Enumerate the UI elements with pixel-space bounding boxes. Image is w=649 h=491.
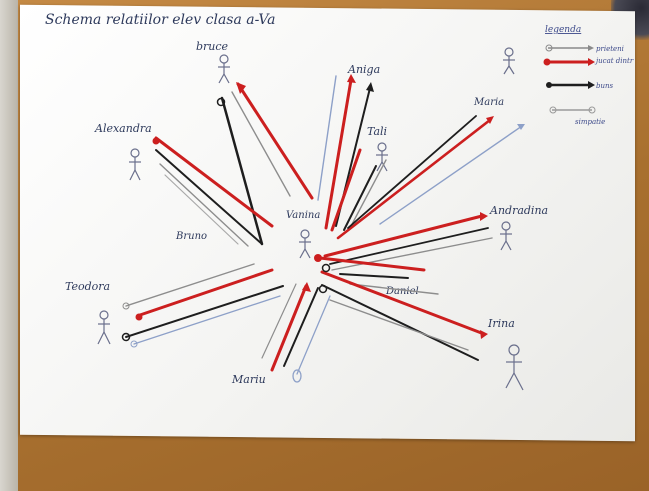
arrow-blue: [317, 75, 337, 201]
name-bruno: Bruno: [175, 231, 207, 242]
arrow-light: [164, 174, 239, 245]
name-daniel: Daniel: [385, 286, 419, 297]
arrow-red: [154, 136, 274, 228]
figure-bruce-icon: [218, 54, 230, 84]
arrow-red: [330, 148, 362, 232]
figure-center-icon: [299, 229, 311, 259]
name-andra: Andradina: [489, 204, 548, 217]
arrow-red: [318, 256, 426, 272]
arrow-grey: [125, 263, 255, 307]
arrow-black: [220, 96, 264, 246]
name-tali: Tali: [367, 125, 387, 138]
legend-stick-figure-icon: [503, 47, 515, 75]
name-aniga: Aniga: [347, 63, 380, 76]
arrow-grey: [329, 299, 469, 351]
arrow-grey: [159, 163, 249, 247]
arrow-red: [236, 82, 314, 200]
figure-teodora-icon: [97, 310, 111, 345]
arrow-blue: [133, 295, 281, 345]
name-alexandra: Alexandra: [94, 122, 152, 135]
name-teodora: Teodora: [65, 280, 110, 293]
arrow-grey: [261, 283, 297, 359]
arrow-black: [321, 284, 479, 361]
arrow-red: [270, 284, 308, 372]
figure-andra-icon: [500, 221, 512, 251]
stick-figures: [97, 54, 524, 391]
arrow-grey: [349, 159, 387, 229]
name-mariu: Mariu: [231, 373, 266, 386]
arrow-black: [125, 285, 284, 338]
arrow-red: [336, 118, 492, 240]
legend: legenda prieteni jucat dintr buns simpat…: [503, 25, 634, 126]
legend-label-friends: prieteni: [596, 45, 624, 53]
name-bruce: bruce: [196, 40, 229, 53]
arrow-red: [138, 268, 274, 317]
legend-label-sympathy: simpatie: [575, 118, 605, 126]
arrow-black: [155, 149, 263, 245]
arrow-red: [320, 270, 486, 336]
figure-tali-icon: [376, 142, 388, 172]
legend-item-play: jucat dintr: [543, 57, 634, 66]
left-edge-strip: [0, 0, 18, 491]
arrow-grey: [331, 237, 493, 271]
sheet-title: Schema relatiilor elev clasa a-Va: [45, 12, 276, 28]
arrow-black: [283, 287, 319, 367]
legend-item-good: buns: [546, 81, 613, 90]
relation-arrows: [121, 74, 525, 383]
arrow-grey: [349, 283, 439, 295]
legend-item-friends: prieteni: [545, 44, 624, 53]
name-center: Vanina: [286, 210, 320, 221]
arrow-black: [347, 115, 477, 229]
arrow-black: [339, 273, 409, 279]
legend-heading: legenda: [545, 25, 581, 35]
name-maria: Maria: [473, 97, 504, 108]
legend-label-play: jucat dintr: [594, 57, 634, 65]
arrow-grey: [231, 91, 291, 197]
arrow-black: [343, 165, 377, 231]
legend-item-sympathy: simpatie: [549, 106, 605, 126]
name-labels: bruce Aniga Tali Maria Alexandra Vanina …: [65, 40, 548, 386]
arrow-red: [323, 214, 484, 258]
arrow-red: [324, 78, 353, 230]
legend-label-good: buns: [596, 82, 613, 90]
arrow-blue: [296, 295, 331, 375]
arrow-blue: [379, 125, 523, 225]
arrow-black: [329, 227, 489, 265]
figure-irina-icon: [505, 344, 524, 391]
figure-alexandra-icon: [129, 148, 141, 181]
name-irina: Irina: [487, 317, 515, 330]
